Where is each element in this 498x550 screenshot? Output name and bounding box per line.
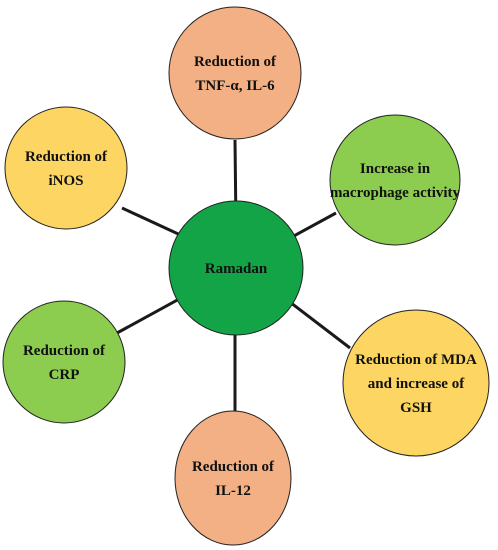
connector-tnf bbox=[233, 139, 238, 202]
node-inos-label-line: Reduction of bbox=[25, 149, 108, 165]
node-mda-label-line: GSH bbox=[400, 400, 432, 416]
node-mda-circle bbox=[342, 309, 490, 457]
node-il12-label-line: Reduction of bbox=[192, 459, 275, 475]
node-il12-circle bbox=[174, 410, 292, 546]
node-il12: Reduction of IL-12 bbox=[174, 410, 292, 546]
connector-mda bbox=[291, 302, 351, 350]
connector-macrophage bbox=[293, 211, 337, 237]
node-il12-label-line: IL-12 bbox=[215, 483, 251, 499]
node-macrophage-label-line: macrophage activity bbox=[330, 185, 461, 201]
node-crp-label-line: CRP bbox=[49, 367, 80, 383]
node-inos-circle bbox=[4, 106, 128, 230]
node-mda: Reduction of MDA and increase of GSH bbox=[342, 309, 490, 457]
node-crp-label-line: Reduction of bbox=[23, 343, 106, 359]
node-crp: Reduction of CRP bbox=[2, 300, 126, 424]
connectors bbox=[116, 139, 351, 412]
center-node: Ramadan bbox=[168, 200, 304, 336]
node-macrophage-label-line: Increase in bbox=[360, 161, 431, 177]
node-tnf-label-line: TNF-α, IL-6 bbox=[195, 78, 275, 94]
node-tnf-label-line: Reduction of bbox=[194, 54, 277, 70]
node-macrophage: Increase in macrophage activity bbox=[329, 114, 461, 246]
node-mda-label-line: Reduction of MDA bbox=[355, 352, 477, 368]
connector-crp bbox=[116, 298, 178, 335]
node-crp-circle bbox=[2, 300, 126, 424]
connector-inos bbox=[121, 206, 179, 236]
node-tnf: Reduction of TNF-α, IL-6 bbox=[168, 6, 302, 140]
node-macrophage-circle bbox=[329, 114, 461, 246]
node-inos: Reduction of iNOS bbox=[4, 106, 128, 230]
node-inos-label-line: iNOS bbox=[48, 173, 83, 189]
center-circle bbox=[168, 200, 304, 336]
node-tnf-circle bbox=[168, 6, 302, 140]
node-mda-label-line: and increase of bbox=[368, 376, 465, 392]
center-label: Ramadan bbox=[205, 261, 268, 277]
